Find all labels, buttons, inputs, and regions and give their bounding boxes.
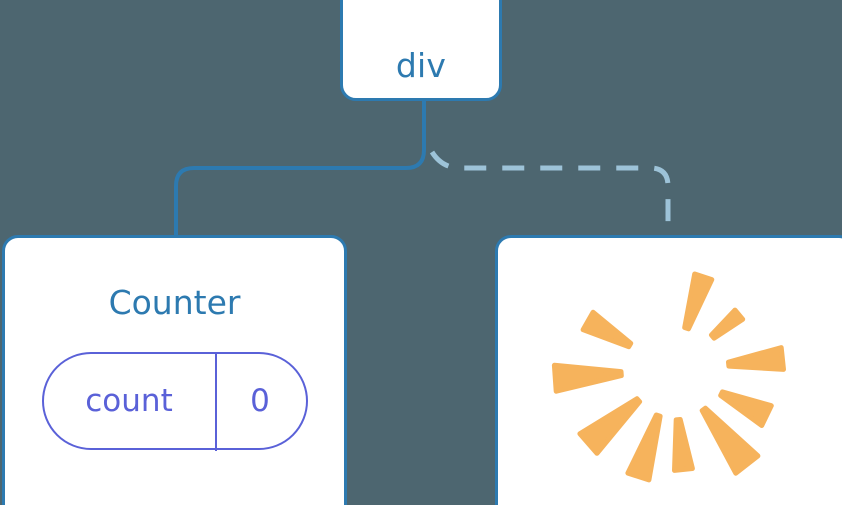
burst-ray-2 xyxy=(726,345,786,372)
node-div-label: div xyxy=(395,46,447,85)
state-value: 0 xyxy=(250,382,270,419)
node-div[interactable]: div xyxy=(340,0,502,101)
state-pill-divider xyxy=(214,351,217,451)
burst-ray-7 xyxy=(577,396,643,456)
burst-ray-8 xyxy=(551,362,624,394)
burst-ray-6 xyxy=(625,412,663,483)
burst-ray-3 xyxy=(718,389,774,428)
state-pill[interactable]: count 0 xyxy=(41,351,308,451)
sparkle-burst-icon xyxy=(551,271,786,483)
node-counter-title: Counter xyxy=(108,283,241,322)
edge-div-to-counter xyxy=(174,98,426,239)
node-counter[interactable]: Counter count 0 xyxy=(2,235,347,505)
state-key: count xyxy=(85,382,173,419)
node-burst[interactable] xyxy=(495,235,842,505)
burst-ray-1 xyxy=(709,307,746,341)
burst-ray-9 xyxy=(580,309,634,350)
burst-ray-5 xyxy=(672,417,695,473)
burst-ray-0 xyxy=(682,271,715,332)
burst-ray-4 xyxy=(699,405,761,476)
edge-div-to-burst xyxy=(429,150,671,237)
